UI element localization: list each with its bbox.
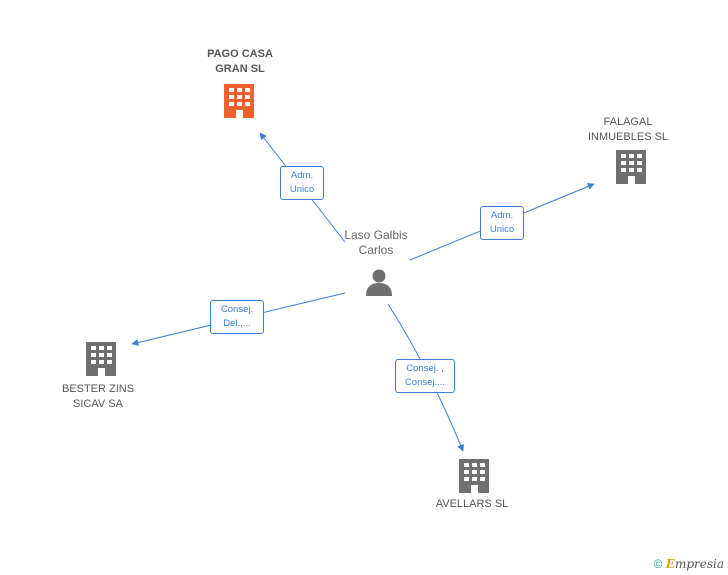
edge-label-avellars[interactable]: Consej. , Consej....	[395, 359, 455, 393]
copyright-footer: © Empresia	[654, 557, 724, 571]
building-icon-avellars[interactable]	[459, 459, 489, 493]
company-label-falagal[interactable]: FALAGAL INMUEBLES SL	[587, 116, 669, 143]
copyright-icon: ©	[653, 557, 663, 571]
person-label[interactable]: Laso Galbis Carlos	[344, 228, 408, 257]
edge-label-falagal[interactable]: Adm. Unico	[480, 206, 524, 240]
company-label-avellars[interactable]: AVELLARS SL	[435, 498, 509, 510]
edge-label-pago[interactable]: Adm. Unico	[280, 166, 324, 200]
person-icon[interactable]	[366, 269, 392, 297]
brand-logo: Empresia	[665, 557, 724, 571]
building-icon-falagal[interactable]	[616, 150, 646, 184]
company-label-bester[interactable]: BESTER ZINS SICAV SA	[61, 383, 135, 410]
building-icon-pago[interactable]	[224, 84, 254, 118]
edge-label-bester[interactable]: Consej. Del.,...	[210, 300, 264, 334]
building-icon-bester[interactable]	[86, 342, 116, 376]
company-label-pago[interactable]: PAGO CASA GRAN SL	[207, 48, 273, 75]
